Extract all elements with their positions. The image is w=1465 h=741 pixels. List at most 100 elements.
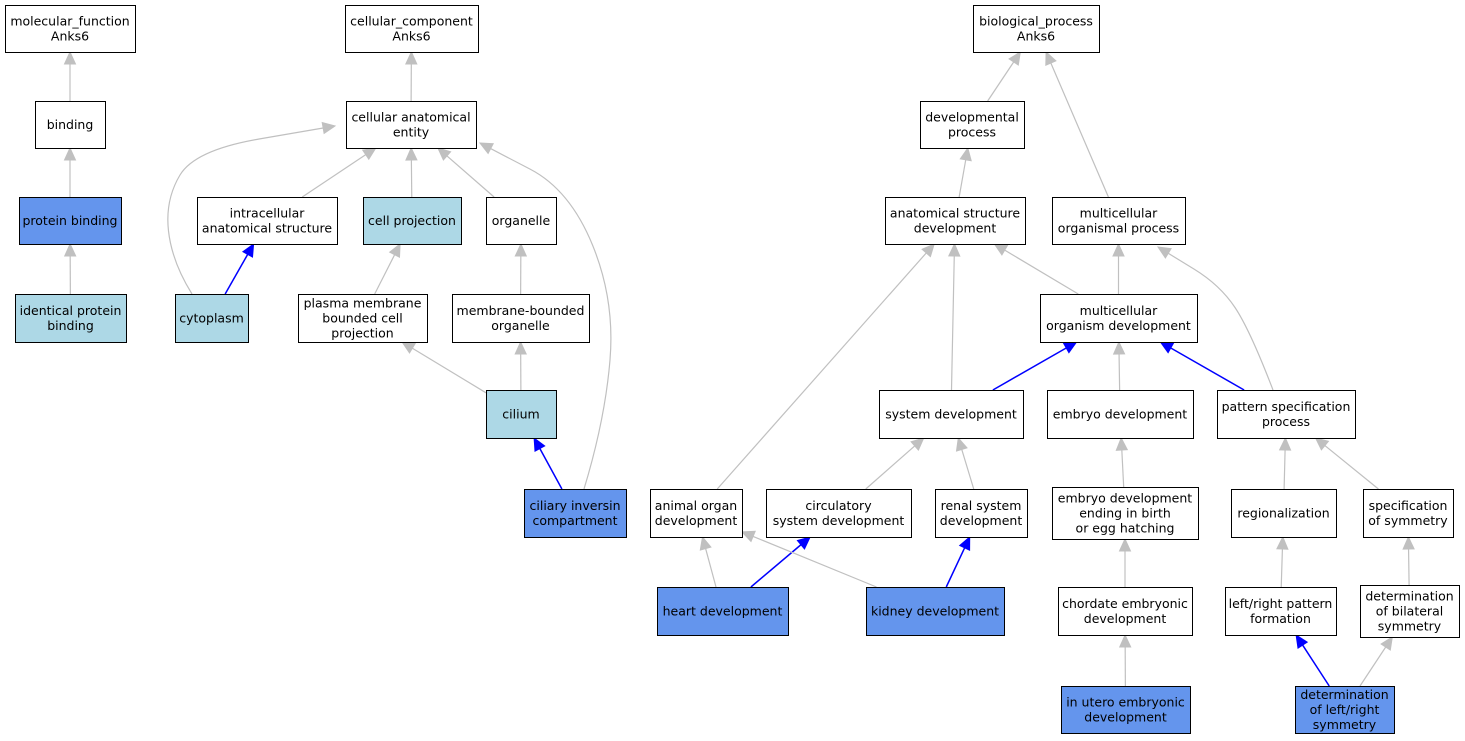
node-label-line: development	[655, 513, 738, 528]
arrowhead	[533, 436, 546, 453]
edge-intracellular_anatomical_structure-to-cellular_anatomical_entity	[301, 147, 377, 198]
edge-membrane_bounded_organelle-to-organelle	[514, 242, 528, 295]
node-box	[1295, 686, 1395, 734]
node-cilium: cilium	[486, 390, 557, 439]
node-label-line: Anks6	[392, 29, 430, 44]
arrowhead	[63, 242, 77, 257]
edge-line	[992, 347, 1067, 391]
arrowhead	[1276, 535, 1289, 550]
node-label-line: multicellular	[1080, 206, 1159, 221]
edge-line	[1359, 646, 1387, 687]
edge-cellular_anatomical_entity-to-cc_root	[405, 50, 418, 102]
node-box	[5, 5, 136, 53]
arrowhead	[1156, 246, 1172, 259]
node-box	[486, 197, 557, 245]
edge-specification_of_symmetry-to-pattern_specification_process	[1314, 437, 1379, 490]
node-label-line: in utero embryonic	[1066, 695, 1185, 710]
edge-line	[1324, 445, 1379, 490]
node-label-line: cilium	[502, 407, 539, 422]
arrowhead	[958, 535, 971, 551]
node-box	[197, 197, 338, 245]
edge-line	[716, 252, 927, 490]
edge-line	[865, 445, 916, 490]
node-organelle: organelle	[486, 197, 557, 245]
node-label-line: of bilateral	[1376, 604, 1443, 619]
node-label-line: bounded cell	[322, 311, 402, 326]
node-label-line: embryo development	[1058, 491, 1193, 506]
node-label-line: intracellular	[230, 206, 306, 221]
node-label-line: system development	[885, 407, 1017, 422]
node-label-line: renal system	[941, 498, 1022, 513]
node-label-line: of symmetry	[1368, 513, 1448, 528]
arrowhead	[1380, 635, 1393, 651]
edge-cytoplasm-to-cellular_anatomical_entity	[167, 121, 337, 295]
node-label-line: anatomical structure	[202, 221, 332, 236]
arrowhead	[1112, 340, 1126, 355]
arrowhead	[321, 121, 337, 135]
node-label-line: biological_process	[979, 14, 1093, 29]
node-label-line: plasma membrane	[304, 296, 422, 311]
node-label-line: entity	[393, 125, 430, 140]
node-box	[1052, 487, 1199, 540]
arrowhead	[514, 242, 528, 257]
node-embryo-development: embryo development	[1047, 390, 1194, 439]
edge-identical_protein_binding-to-protein_binding	[63, 242, 77, 295]
node-label-line: projection	[331, 326, 393, 341]
node-label-line: kidney development	[871, 604, 999, 619]
edge-ciliary_inversin_compartment-to-cellular_anatomical_entity	[478, 142, 612, 490]
edge-pattern_specification_process-to-multicellular_organism_development	[1159, 341, 1245, 391]
node-label-line: system development	[773, 513, 905, 528]
edge-kidney_development-to-renal_system_development	[945, 535, 971, 588]
edge-multicellular_organism_development-to-multicellular_organismal_process	[1112, 242, 1125, 294]
node-label-line: left/right pattern	[1229, 596, 1333, 611]
node-box	[935, 489, 1028, 538]
node-box	[298, 294, 428, 343]
edge-heart_development-to-circulatory_system_development	[750, 536, 812, 588]
arrowhead	[910, 437, 925, 452]
node-box	[486, 390, 557, 439]
edge-line	[1170, 347, 1245, 391]
arrowhead	[405, 146, 418, 161]
edge-line	[1004, 249, 1079, 295]
node-label-line: process	[948, 125, 996, 140]
arrowhead	[1278, 436, 1292, 451]
node-label-line: compartment	[532, 513, 617, 528]
node-system-development: system development	[879, 390, 1024, 439]
node-label-line: ending in birth	[1079, 506, 1171, 521]
node-label-line: Anks6	[1017, 29, 1055, 44]
arrowhead	[796, 536, 812, 550]
node-label-line: identical protein	[20, 303, 122, 318]
arrowhead	[1402, 535, 1415, 550]
edge-cell_projection-to-cellular_anatomical_entity	[405, 146, 418, 198]
arrowhead	[1062, 341, 1078, 354]
edge-determination_of_bilateral_symmetry-to-specification_of_symmetry	[1402, 535, 1415, 586]
arrowhead	[740, 530, 756, 543]
edge-system_development-to-anatomical_structure_development	[948, 242, 961, 391]
node-label-line: molecular_function	[10, 14, 129, 29]
edge-line	[950, 255, 955, 391]
edge-chordate_embryonic_development-to-embryo_development_ending_in_birth	[1118, 537, 1132, 587]
node-label-line: protein binding	[22, 213, 117, 228]
edge-renal_system_development-to-system_development	[955, 436, 975, 490]
node-label-line: symmetry	[1313, 717, 1377, 732]
edge-in_utero_embryonic_development-to-chordate_embryonic_development	[1118, 633, 1132, 687]
edge-determination_of_left_right_symmetry-to-left_right_pattern_formation	[1295, 633, 1330, 687]
node-box	[657, 587, 789, 636]
edge-regionalization-to-pattern_specification_process	[1278, 436, 1292, 490]
node-label-line: anatomical structure	[890, 206, 1020, 221]
node-label-line: ciliary inversin	[530, 498, 621, 513]
edge-embryo_development_ending_in_birth-to-embryo_development	[1115, 436, 1129, 488]
